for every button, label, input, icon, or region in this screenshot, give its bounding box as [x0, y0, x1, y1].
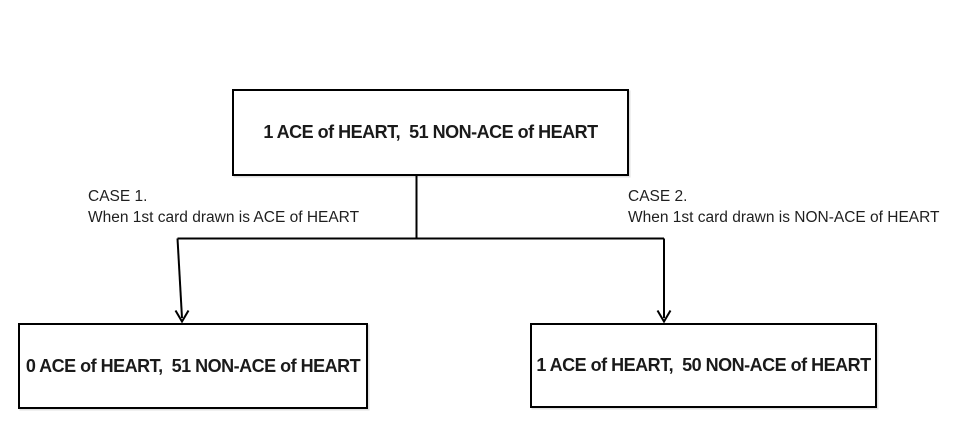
- case2-title: CASE 2.: [628, 188, 688, 205]
- root-node-box: 1 ACE of HEART, 51 NON-ACE of HEART: [232, 89, 629, 176]
- case2-description: When 1st card drawn is NON-ACE of HEART: [628, 209, 940, 226]
- case1-result-label: 0 ACE of HEART, 51 NON-ACE of HEART: [25, 355, 361, 376]
- right-arrowhead-icon: [656, 309, 672, 324]
- case1-description: When 1st card drawn is ACE of HEART: [88, 209, 360, 226]
- case2-label: CASE 2. When 1st card drawn is NON-ACE o…: [628, 186, 940, 228]
- case2-result-label: 1 ACE of HEART, 50 NON-ACE of HEART: [536, 355, 871, 375]
- connector-left-shaft: [176, 238, 183, 319]
- case1-title: CASE 1.: [88, 188, 148, 205]
- case2-result-box: 1 ACE of HEART, 50 NON-ACE of HEART: [530, 323, 877, 408]
- case1-result-box: 0 ACE of HEART, 51 NON-ACE of HEART: [18, 323, 368, 409]
- root-node-label: 1 ACE of HEART, 51 NON-ACE of HEART: [263, 122, 598, 142]
- case1-label: CASE 1. When 1st card drawn is ACE of HE…: [88, 186, 359, 228]
- left-arrowhead-icon: [174, 309, 190, 324]
